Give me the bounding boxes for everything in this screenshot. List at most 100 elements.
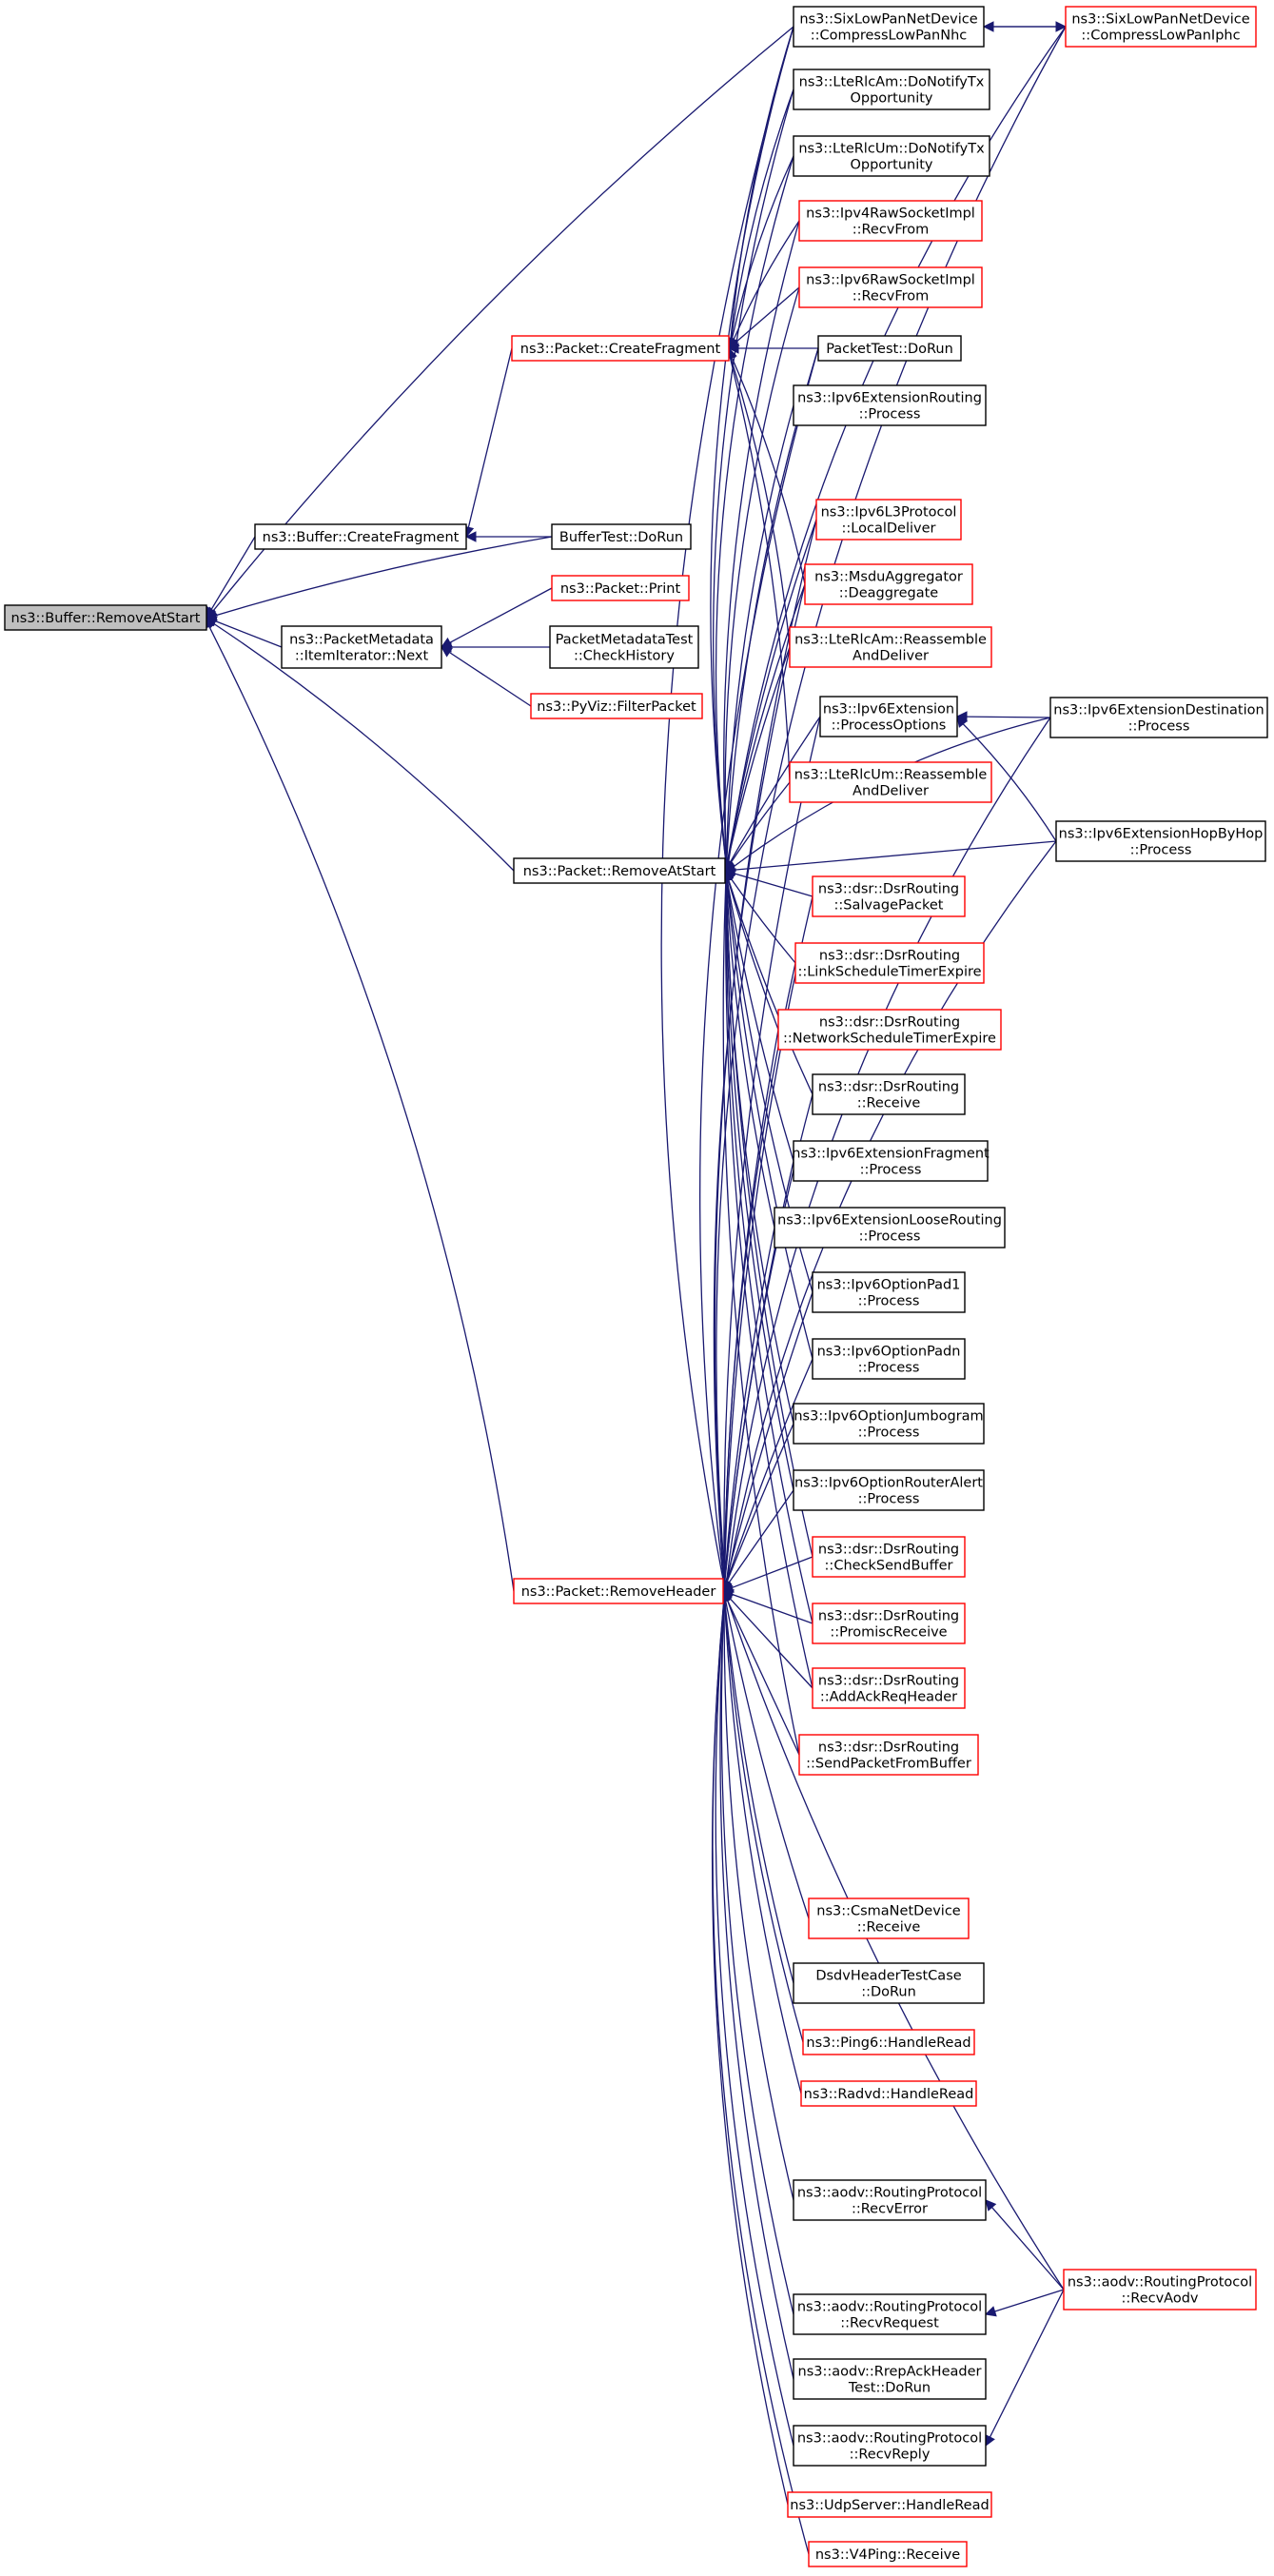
- node-label-ipv6extrout-0: ns3::Ipv6ExtensionRouting: [797, 391, 982, 406]
- node-pm_next[interactable]: ns3::PacketMetadata::ItemIterator::Next: [281, 625, 442, 669]
- node-label-csma-1: ::Receive: [857, 1920, 921, 1936]
- node-sixiphc[interactable]: ns3::SixLowPanNetDevice::CompressLowPanI…: [1065, 6, 1257, 48]
- node-dsr_recv[interactable]: ns3::dsr::DsrRouting::Receive: [812, 1073, 966, 1115]
- node-sixnhc[interactable]: ns3::SixLowPanNetDevice::CompressLowPanN…: [793, 6, 985, 48]
- node-aodv_aodv[interactable]: ns3::aodv::RoutingProtocol::RecvAodv: [1063, 2269, 1257, 2311]
- node-aodv_reply[interactable]: ns3::aodv::RoutingProtocol::RecvReply: [793, 2425, 987, 2467]
- node-box-lteum_tx: [793, 135, 990, 177]
- node-label-dsdv-0: DsdvHeaderTestCase: [815, 1969, 961, 1984]
- edge-lteum_rd-to-pkt_cf: [729, 357, 791, 783]
- node-ipv6extrout[interactable]: ns3::Ipv6ExtensionRouting::Process: [793, 384, 987, 426]
- node-v4ping[interactable]: ns3::V4Ping::Receive: [808, 2541, 968, 2567]
- node-dsr_salvage[interactable]: ns3::dsr::DsrRouting::SalvagePacket: [812, 875, 966, 917]
- node-label-padn-0: ns3::Ipv6OptionPadn: [817, 1345, 961, 1360]
- node-ping6[interactable]: ns3::Ping6::HandleRead: [802, 2029, 975, 2055]
- node-dsr_ack[interactable]: ns3::dsr::DsrRouting::AddAckReqHeader: [812, 1667, 966, 1709]
- node-box-aodv_reply: [793, 2425, 987, 2467]
- node-dsr_link[interactable]: ns3::dsr::DsrRouting::LinkScheduleTimerE…: [794, 942, 985, 984]
- node-jumbo[interactable]: ns3::Ipv6OptionJumbogram::Process: [793, 1403, 985, 1445]
- node-dsr_check[interactable]: ns3::dsr::DsrRouting::CheckSendBuffer: [812, 1536, 966, 1578]
- node-box-lteum_rd: [789, 761, 992, 803]
- node-box-ipv6hbh: [1055, 820, 1266, 862]
- edge-lteam_rd-to-pkt_ras: [727, 646, 791, 862]
- node-dsr_promisc[interactable]: ns3::dsr::DsrRouting::PromiscReceive: [812, 1603, 966, 1644]
- node-box-dsr_spfb: [798, 1734, 979, 1776]
- node-label-dsr_link-1: ::LinkScheduleTimerExpire: [797, 965, 981, 980]
- edge-pad1-to-pkt_rh: [725, 1291, 813, 1583]
- node-aodv_req[interactable]: ns3::aodv::RoutingProtocol::RecvRequest: [793, 2293, 987, 2335]
- node-ipv6dest[interactable]: ns3::Ipv6ExtensionDestination::Process: [1049, 697, 1268, 738]
- node-box-ipv6frag: [793, 1140, 989, 1182]
- node-label-root-0: ns3::Buffer::RemoveAtStart: [11, 611, 201, 626]
- node-radvd[interactable]: ns3::Radvd::HandleRead: [800, 2080, 977, 2107]
- arrowhead-root: [206, 606, 218, 619]
- node-dsr_spfb[interactable]: ns3::dsr::DsrRouting::SendPacketFromBuff…: [798, 1734, 979, 1776]
- node-ipv6frag[interactable]: ns3::Ipv6ExtensionFragment::Process: [792, 1140, 990, 1182]
- node-box-buftest: [551, 523, 692, 550]
- node-label-pyviz-0: ns3::PyViz::FilterPacket: [537, 699, 696, 715]
- edge-aodv_aodv-to-pkt_rh: [726, 1599, 1065, 2291]
- node-ipv6l3[interactable]: ns3::Ipv6L3Protocol::LocalDeliver: [815, 499, 962, 541]
- node-box-ipv4raw: [798, 200, 983, 242]
- edge-buf_cf-to-root: [210, 536, 256, 610]
- node-pyviz[interactable]: ns3::PyViz::FilterPacket: [530, 693, 703, 719]
- node-aodv_err[interactable]: ns3::aodv::RoutingProtocol::RecvError: [793, 2179, 987, 2221]
- node-label-csma-0: ns3::CsmaNetDevice: [816, 1904, 961, 1919]
- node-pkt_ras[interactable]: ns3::Packet::RemoveAtStart: [513, 857, 726, 884]
- node-box-pkt_cf: [511, 335, 730, 362]
- node-label-dsr_ack-0: ns3::dsr::DsrRouting: [818, 1674, 959, 1689]
- node-box-aodv_req: [793, 2293, 987, 2335]
- edge-dsr_spfb-to-pkt_rh: [726, 1599, 800, 1756]
- node-label-ipv6raw-0: ns3::Ipv6RawSocketImpl: [806, 273, 975, 288]
- node-ipv6hbh[interactable]: ns3::Ipv6ExtensionHopByHop::Process: [1055, 820, 1266, 862]
- node-label-dsr_promisc-0: ns3::dsr::DsrRouting: [818, 1609, 959, 1624]
- node-dsr_net[interactable]: ns3::dsr::DsrRouting::NetworkScheduleTim…: [777, 1009, 1002, 1051]
- node-box-pkt_rh: [513, 1578, 724, 1604]
- edge-lteum_tx-to-pkt_ras: [715, 155, 794, 862]
- node-msdu[interactable]: ns3::MsduAggregator::Deaggregate: [804, 563, 973, 605]
- edge-dsr_salvage-to-pkt_rh: [723, 895, 813, 1583]
- node-ipv6loose[interactable]: ns3::Ipv6ExtensionLooseRouting::Process: [774, 1207, 1006, 1249]
- edge-dsr_promisc-to-pkt_rh: [732, 1593, 813, 1624]
- node-padn[interactable]: ns3::Ipv6OptionPadn::Process: [812, 1338, 966, 1380]
- edge-msdu-to-pkt_cf: [731, 357, 806, 585]
- node-label-jumbo-1: ::Process: [858, 1426, 920, 1441]
- node-ipv6extpo[interactable]: ns3::Ipv6Extension::ProcessOptions: [819, 696, 958, 737]
- node-label-ipv6frag-0: ns3::Ipv6ExtensionFragment: [792, 1147, 990, 1162]
- node-pkt_cf[interactable]: ns3::Packet::CreateFragment: [511, 335, 730, 362]
- node-label-lteum_rd-0: ns3::LteRlcUm::Reassemble: [794, 768, 988, 783]
- node-ipv6raw[interactable]: ns3::Ipv6RawSocketImpl::RecvFrom: [798, 266, 983, 308]
- node-box-sixiphc: [1065, 6, 1257, 48]
- edge-ipv6loose-to-pkt_ras: [725, 879, 775, 1229]
- node-pkt_print[interactable]: ns3::Packet::Print: [551, 575, 690, 601]
- node-box-msdu: [804, 563, 973, 605]
- node-box-pad1: [812, 1271, 966, 1313]
- node-ralert[interactable]: ns3::Ipv6OptionRouterAlert::Process: [793, 1469, 985, 1511]
- node-box-ipv6raw: [798, 266, 983, 308]
- node-dsdv[interactable]: DsdvHeaderTestCase::DoRun: [793, 1962, 985, 2004]
- node-box-pyviz: [530, 693, 703, 719]
- node-buf_cf[interactable]: ns3::Buffer::CreateFragment: [254, 523, 467, 550]
- edge-dsr_salvage-to-pkt_ras: [734, 873, 813, 897]
- node-pkt_rh[interactable]: ns3::Packet::RemoveHeader: [513, 1578, 724, 1604]
- node-label-sixiphc-1: ::CompressLowPanIphc: [1081, 29, 1240, 44]
- node-udp[interactable]: ns3::UdpServer::HandleRead: [787, 2491, 992, 2518]
- edges-layer: [204, 21, 1068, 2555]
- node-pad1[interactable]: ns3::Ipv6OptionPad1::Process: [812, 1271, 966, 1313]
- node-label-aodv_reply-1: ::RecvReply: [850, 2448, 931, 2463]
- node-box-dsr_net: [777, 1009, 1002, 1051]
- node-box-lteam_rd: [789, 626, 992, 668]
- node-ipv4raw[interactable]: ns3::Ipv4RawSocketImpl::RecvFrom: [798, 200, 983, 242]
- node-pmtest[interactable]: PacketMetadataTest::CheckHistory: [549, 625, 699, 669]
- node-root: ns3::Buffer::RemoveAtStart: [4, 604, 207, 631]
- node-pkttest[interactable]: PacketTest::DoRun: [817, 335, 962, 362]
- node-label-ipv6dest-1: ::Process: [1128, 719, 1190, 735]
- node-buftest[interactable]: BufferTest::DoRun: [551, 523, 692, 550]
- edge-aodv_req-to-pkt_rh: [720, 1600, 794, 2315]
- node-csma[interactable]: ns3::CsmaNetDevice::Receive: [808, 1898, 970, 1939]
